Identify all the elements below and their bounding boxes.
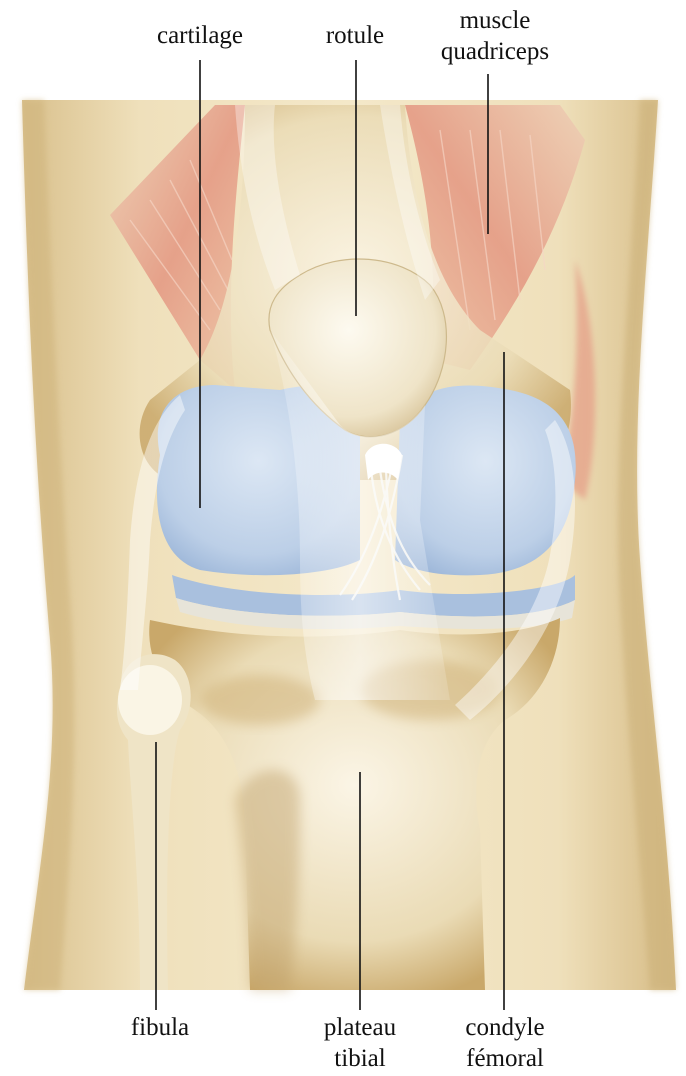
label-plateau-line2: tibial [280, 1043, 440, 1074]
label-cartilage-text: cartilage [110, 20, 290, 51]
label-quadriceps-line1: muscle [415, 5, 575, 36]
label-condyle-line1: condyle [420, 1012, 590, 1043]
label-fibula: fibula [85, 1012, 235, 1043]
label-condyle-line2: fémoral [420, 1043, 590, 1074]
label-plateau-line1: plateau [280, 1012, 440, 1043]
label-muscle-quadriceps: muscle quadriceps [415, 5, 575, 67]
label-rotule-text: rotule [275, 20, 435, 51]
label-cartilage: cartilage [110, 20, 290, 51]
label-plateau-tibial: plateau tibial [280, 1012, 440, 1074]
label-quadriceps-line2: quadriceps [415, 36, 575, 67]
label-rotule: rotule [275, 20, 435, 51]
label-fibula-text: fibula [85, 1012, 235, 1043]
label-condyle-femoral: condyle fémoral [420, 1012, 590, 1074]
